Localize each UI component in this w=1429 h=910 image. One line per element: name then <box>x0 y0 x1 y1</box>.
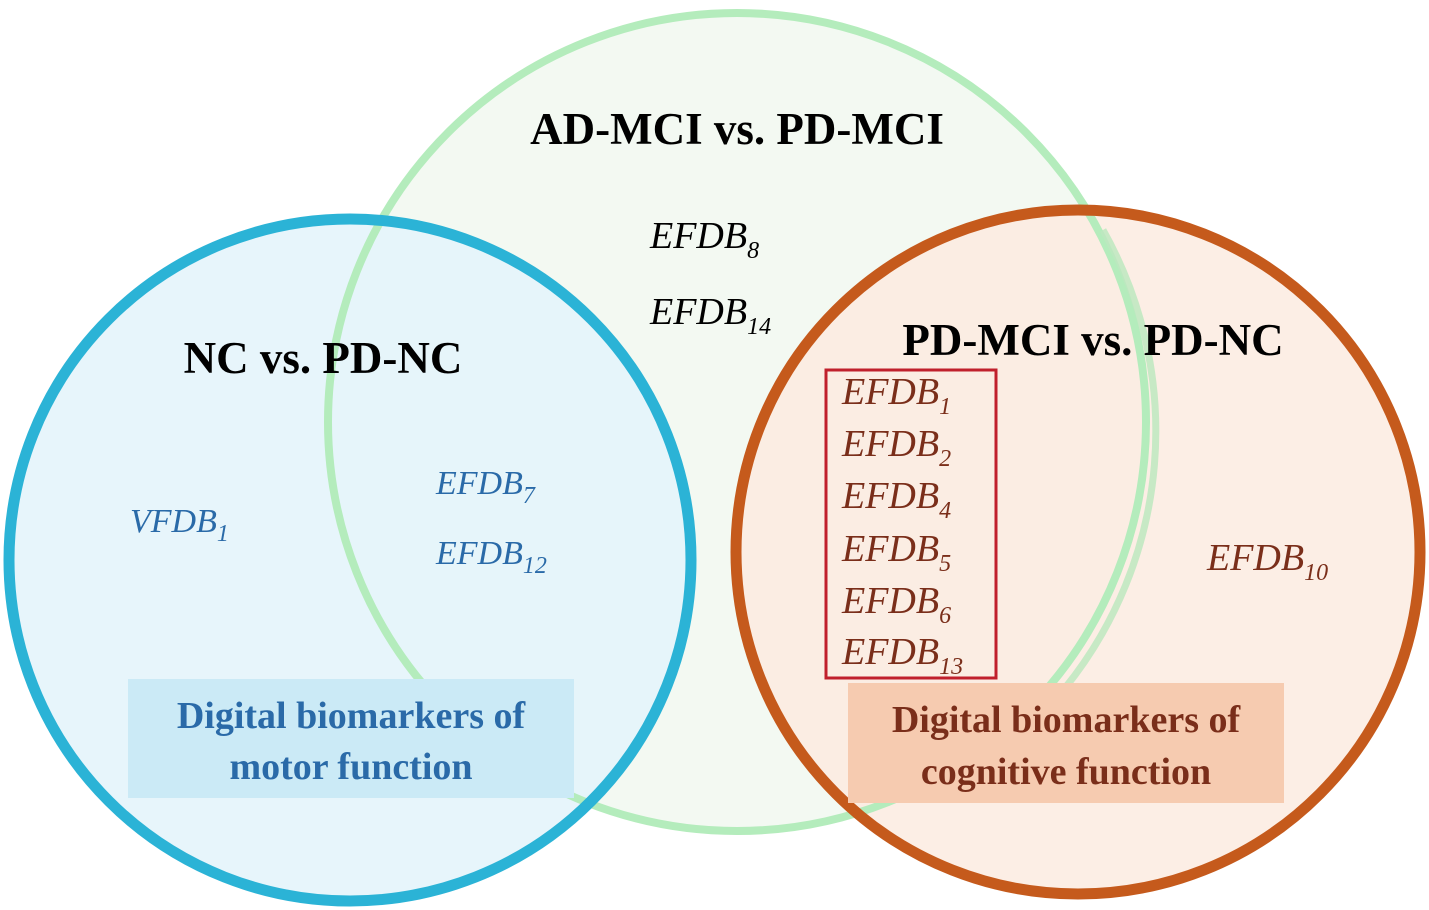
biomarker-efdb5: EFDB5 <box>841 528 951 577</box>
nc-vs-pd-nc-title: NC vs. PD-NC <box>184 333 463 383</box>
cognitive-function-caption-line2: cognitive function <box>921 751 1211 793</box>
motor-function-caption-line2: motor function <box>229 746 472 788</box>
ad-mci-vs-pd-mci-outline <box>324 9 1150 835</box>
biomarker-efdb1: EFDB1 <box>841 371 951 420</box>
biomarker-efdb10: EFDB10 <box>1206 537 1328 586</box>
biomarker-efdb13: EFDB13 <box>841 631 963 680</box>
highlight-box <box>824 368 998 680</box>
nc-vs-pd-nc-outline <box>3 213 697 907</box>
biomarker-efdb6: EFDB6 <box>841 580 951 629</box>
biomarker-efdb4: EFDB4 <box>841 475 951 524</box>
pd-mci-vs-pd-nc-outline <box>730 204 1426 900</box>
ad-mci-vs-pd-mci-arc-overlap <box>1062 228 1160 691</box>
biomarker-efdb2: EFDB2 <box>841 423 951 472</box>
motor-function-caption-line1: Digital biomarkers of <box>177 695 527 737</box>
cognitive-function-caption-box <box>848 683 1284 803</box>
biomarker-efdb8: EFDB8 <box>649 215 759 264</box>
motor-function-caption-box <box>128 679 574 798</box>
cognitive-function-caption-line1: Digital biomarkers of <box>892 699 1242 741</box>
biomarker-efdb12: EFDB12 <box>435 535 547 579</box>
biomarker-efdb7: EFDB7 <box>435 465 536 509</box>
ad-mci-vs-pd-mci-title: AD-MCI vs. PD-MCI <box>530 104 944 154</box>
biomarker-efdb14: EFDB14 <box>649 291 771 340</box>
pd-mci-vs-pd-nc-title: PD-MCI vs. PD-NC <box>902 315 1283 365</box>
biomarker-vfdb1: VFDB1 <box>130 503 229 547</box>
